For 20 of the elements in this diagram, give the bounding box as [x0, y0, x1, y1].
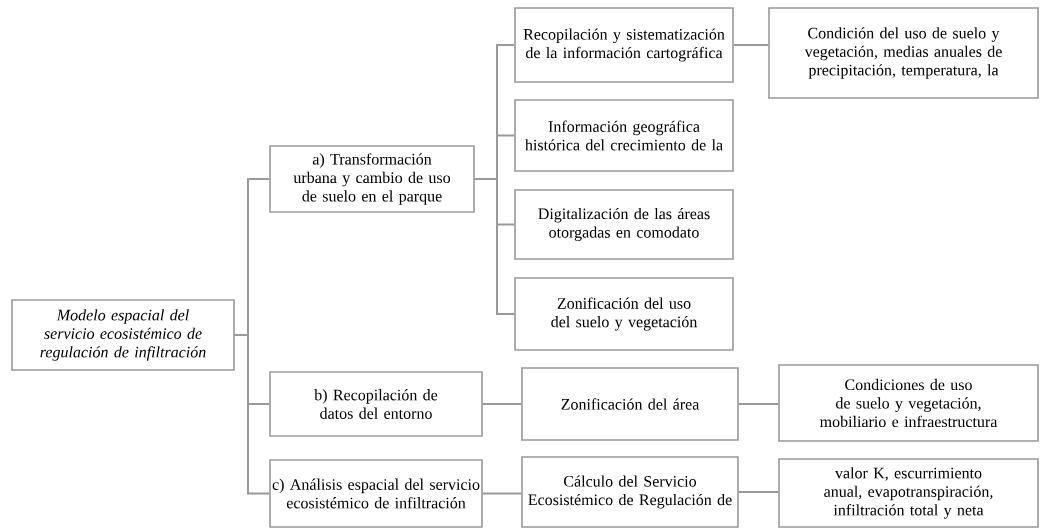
process-box: a) Transformación urbana y cambio de uso de suelo en el parque: [269, 145, 475, 213]
process-box: Zonificación del uso del suelo y vegetación: [514, 277, 734, 351]
connector-line: [473, 178, 516, 315]
process-box: Cálculo del Servicio Ecosistémico de Regulación de: [521, 456, 739, 528]
process-box: b) Recopilación de datos del entorno: [269, 371, 483, 437]
process-box: Zonificación del área: [521, 367, 739, 441]
process-box: Recopilación y sistematización de la información cartográfica: [514, 7, 734, 83]
connector-line: [732, 44, 770, 46]
connector-line: [481, 492, 523, 495]
process-box: c) Análisis espacial del servicio ecosistémico de infiltración: [269, 459, 483, 528]
process-box: valor K, escurrimiento anual, evapotranspiración, infiltración total y neta: [778, 458, 1039, 528]
connector-line: [233, 334, 271, 495]
root-box: Modelo espacial del servicio ecosistémico de regulación de infiltración: [11, 299, 235, 371]
connector-line: [737, 403, 780, 405]
process-box: Condiciones de uso de suelo y vegetación, mobiliario e infraestructura: [778, 364, 1039, 442]
connector-line: [481, 403, 523, 405]
process-box: Condición del uso de suelo y vegetación, medias anuales de precipitación, temperatura, la: [768, 7, 1039, 99]
process-box: Información geográfica histórica del crecimiento de la: [514, 99, 734, 172]
connector-line: [737, 491, 780, 493]
process-box: Digitalización de las áreas otorgadas en comodato: [514, 189, 734, 260]
